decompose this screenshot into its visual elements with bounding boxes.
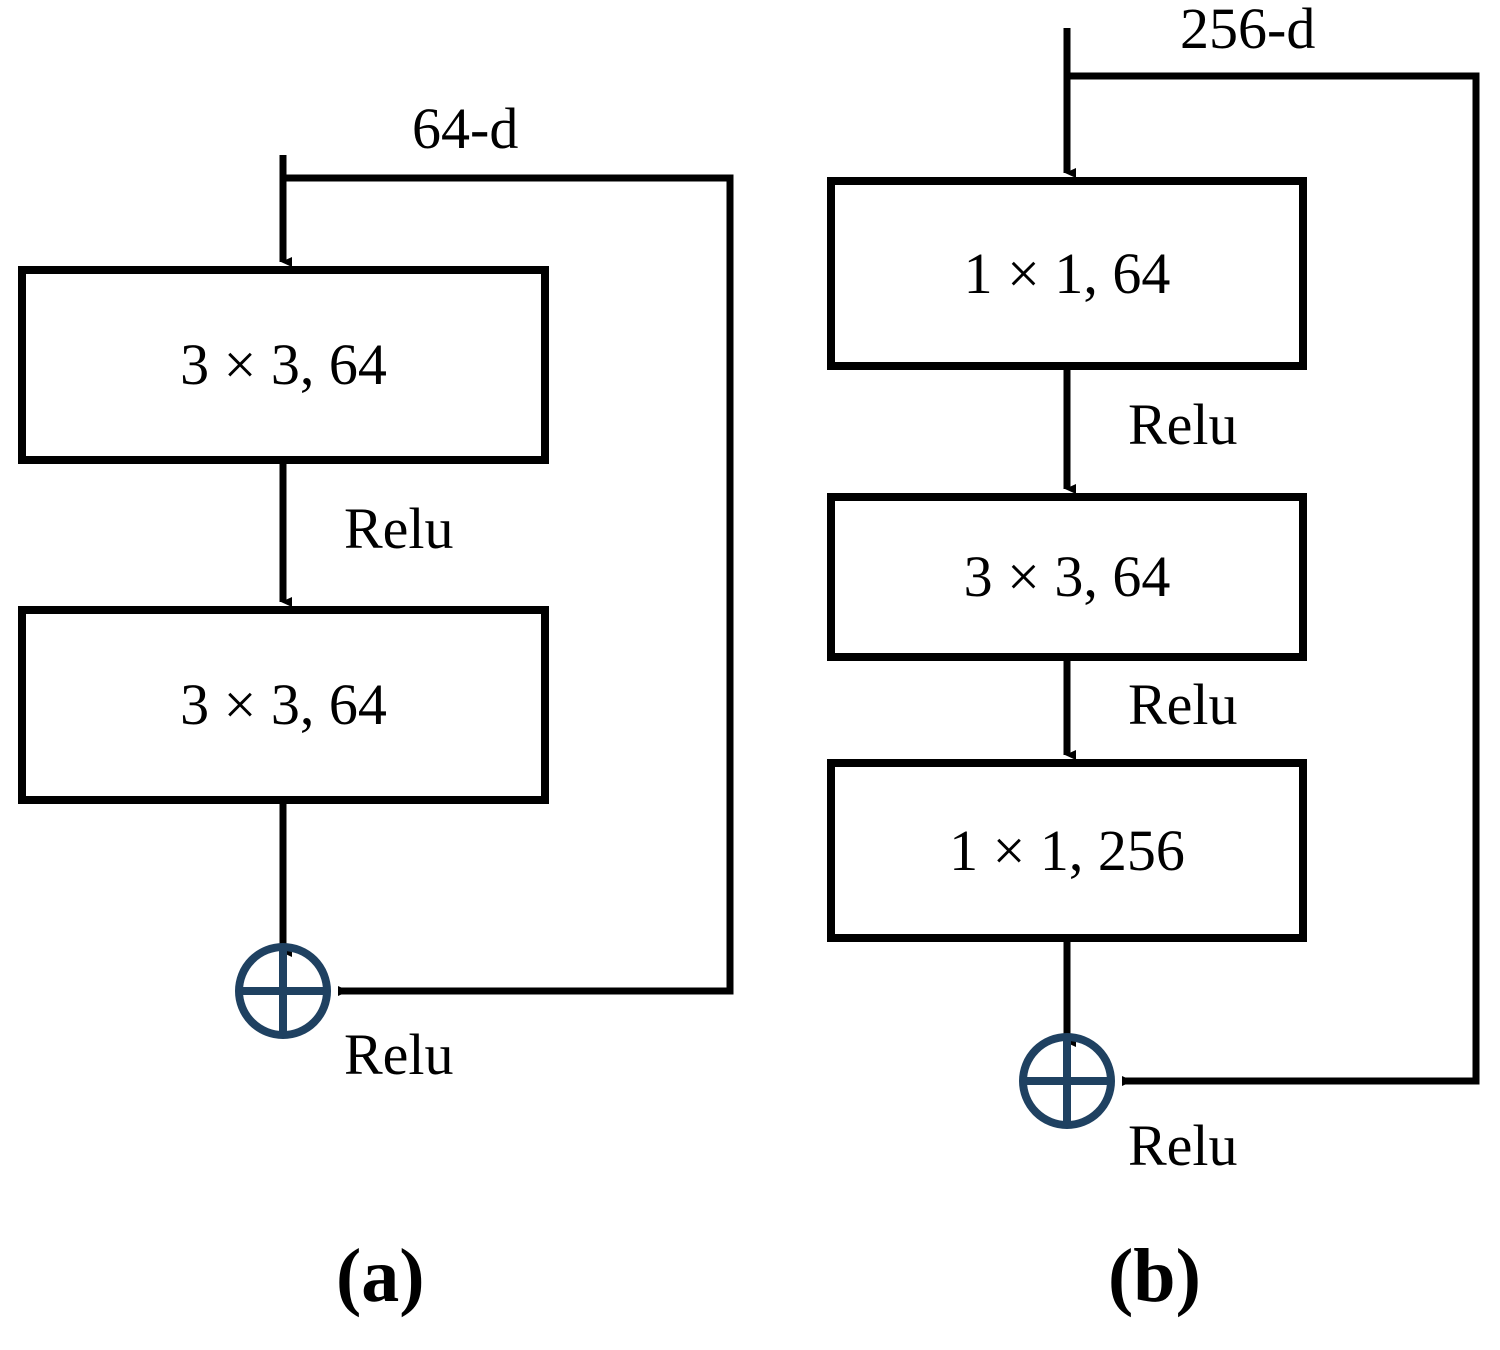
panel-b-block-0-label: 1 × 1, 64 bbox=[963, 240, 1171, 306]
panel-b-block-1-rect bbox=[827, 493, 1307, 661]
panel-a-activation-1-label: Relu bbox=[344, 1022, 454, 1087]
panel-a-block-0-label: 3 × 3, 64 bbox=[180, 332, 387, 397]
panel-b-activation-0-label: Relu bbox=[1128, 392, 1238, 457]
panel-a-skip-connection bbox=[283, 174, 734, 996]
panel-a-block-0-rect bbox=[18, 266, 549, 464]
panel-a-sum-node bbox=[235, 943, 331, 1039]
panel-b-block-2-rect bbox=[827, 759, 1307, 942]
panel-a-caption: (a) bbox=[336, 1234, 425, 1318]
panel-b-skip-connection bbox=[1067, 72, 1480, 1086]
panel-b-sum-node bbox=[1019, 1033, 1115, 1129]
panel-b-activation-2-label: Relu bbox=[1128, 1113, 1238, 1178]
panel-b-caption: (b) bbox=[1108, 1234, 1201, 1318]
panel-a-block-1-rect bbox=[18, 606, 549, 804]
panel-a-input-dim-label: 64-d bbox=[412, 96, 519, 161]
panel-a-block-1-label: 3 × 3, 64 bbox=[180, 672, 387, 737]
panel-b-activation-1-label: Relu bbox=[1128, 672, 1238, 737]
panel-b-input-dim-label: 256-d bbox=[1180, 0, 1316, 61]
panel-a-activation-0-label: Relu bbox=[344, 496, 454, 561]
panel-b-block-0-rect bbox=[827, 177, 1307, 370]
panel-b-block-2-label: 1 × 1, 256 bbox=[949, 817, 1185, 883]
panel-b-block-1-label: 3 × 3, 64 bbox=[963, 544, 1171, 609]
